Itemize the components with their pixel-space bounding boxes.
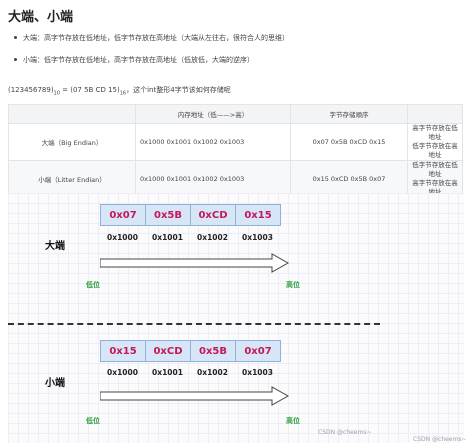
expr-tail: ，这个int整形4字节该如何存储呢	[126, 86, 231, 94]
table-header-cell: 内存地址（低——>高）	[135, 104, 291, 124]
table-row: 大端（Big Endian） 0x1000 0x1001 0x1002 0x10…	[8, 123, 463, 161]
table-header-cell	[407, 104, 463, 124]
big-endian-byte-row: 0x07 0x5B 0xCD 0x15	[100, 204, 281, 226]
row-note-line: 低字节存放在低地址	[412, 161, 458, 178]
bullet-dot-icon	[14, 58, 17, 61]
little-endian-label: 小端	[45, 378, 65, 389]
byte-cell: 0x5B	[190, 340, 236, 362]
address-label: 0x1002	[197, 368, 228, 377]
table-header-cell	[8, 104, 136, 124]
row-name: 大端（Big Endian）	[8, 123, 136, 161]
address-direction-arrow-icon	[100, 386, 290, 406]
row-note-line: 低字节存放在高地址	[412, 142, 458, 159]
table-header-row: 内存地址（低——>高） 字节存储顺序	[8, 104, 463, 124]
address-label: 0x1002	[197, 233, 228, 242]
byte-cell: 0xCD	[145, 340, 191, 362]
table-header-cell: 字节存储顺序	[290, 104, 408, 124]
address-label: 0x1003	[242, 233, 273, 242]
byte-cell: 0x5B	[145, 204, 191, 226]
expr-rhs-base: 16	[119, 90, 127, 97]
expr-lhs: (123456789)	[8, 86, 54, 94]
endian-table: 内存地址（低——>高） 字节存储顺序 大端（Big Endian） 0x1000…	[8, 104, 463, 198]
row-note-line: 高字节存放在低地址	[412, 124, 458, 141]
row-note: 高字节存放在低地址 低字节存放在高地址	[407, 123, 463, 161]
row-addresses: 0x1000 0x1001 0x1002 0x1003	[135, 160, 291, 198]
big-endian-address-row: 0x1000 0x1001 0x1002 0x1003	[100, 233, 280, 242]
address-label: 0x1000	[107, 233, 138, 242]
byte-cell: 0x07	[235, 340, 281, 362]
address-label: 0x1001	[152, 233, 183, 242]
row-addresses: 0x1000 0x1001 0x1002 0x1003	[135, 123, 291, 161]
table-row: 小端（Litter Endian） 0x1000 0x1001 0x1002 0…	[8, 160, 463, 198]
expr-rhs: = (07 5B CD 15)	[59, 86, 120, 94]
bullet-text: 大端：高字节存放在低地址，低字节存放在高地址（大端从左往右，很符合人的思维）	[23, 34, 289, 42]
page-title: 大端、小端	[8, 10, 74, 25]
row-note: 低字节存放在低地址 高字节存放在高地址	[407, 160, 463, 198]
little-endian-address-row: 0x1000 0x1001 0x1002 0x1003	[100, 368, 280, 377]
high-address-label: 高位	[286, 281, 300, 289]
byte-cell: 0xCD	[190, 204, 236, 226]
bullet-text: 小端：低字节存放在低地址，高字节存放在高地址（低放低，大端的逆序）	[23, 56, 254, 64]
bullet-item-big-endian: 大端：高字节存放在低地址，低字节存放在高地址（大端从左往右，很符合人的思维）	[14, 33, 289, 43]
high-address-label: 高位	[286, 417, 300, 425]
address-label: 0x1001	[152, 368, 183, 377]
watermark-outer: CSDN @cheems~	[413, 436, 467, 443]
watermark-inner: CSDN @cheems~	[318, 429, 372, 436]
low-address-label: 低位	[86, 281, 100, 289]
expr-lhs-base: 10	[53, 90, 60, 97]
address-label: 0x1003	[242, 368, 273, 377]
bullet-item-little-endian: 小端：低字节存放在低地址，高字节存放在高地址（低放低，大端的逆序）	[14, 55, 289, 65]
bullet-dot-icon	[14, 36, 17, 39]
endian-diagram: 0x07 0x5B 0xCD 0x15 0x1000 0x1001 0x1002…	[8, 193, 464, 443]
address-direction-arrow-icon	[100, 253, 290, 273]
row-note-line: 高字节存放在高地址	[412, 179, 458, 196]
byte-cell: 0x15	[100, 340, 146, 362]
byte-cell: 0x15	[235, 204, 281, 226]
low-address-label: 低位	[86, 417, 100, 425]
conversion-expression: (123456789)10 = (07 5B CD 15)16，这个int整形4…	[8, 85, 231, 96]
row-bytes: 0x15 0xCD 0x5B 0x07	[290, 160, 408, 198]
row-name: 小端（Litter Endian）	[8, 160, 136, 198]
byte-cell: 0x07	[100, 204, 146, 226]
row-bytes: 0x07 0x5B 0xCD 0x15	[290, 123, 408, 161]
section-divider	[8, 323, 380, 325]
little-endian-byte-row: 0x15 0xCD 0x5B 0x07	[100, 340, 281, 362]
bullet-list: 大端：高字节存放在低地址，低字节存放在高地址（大端从左往右，很符合人的思维） 小…	[14, 33, 289, 77]
address-label: 0x1000	[107, 368, 138, 377]
big-endian-label: 大端	[45, 241, 65, 252]
